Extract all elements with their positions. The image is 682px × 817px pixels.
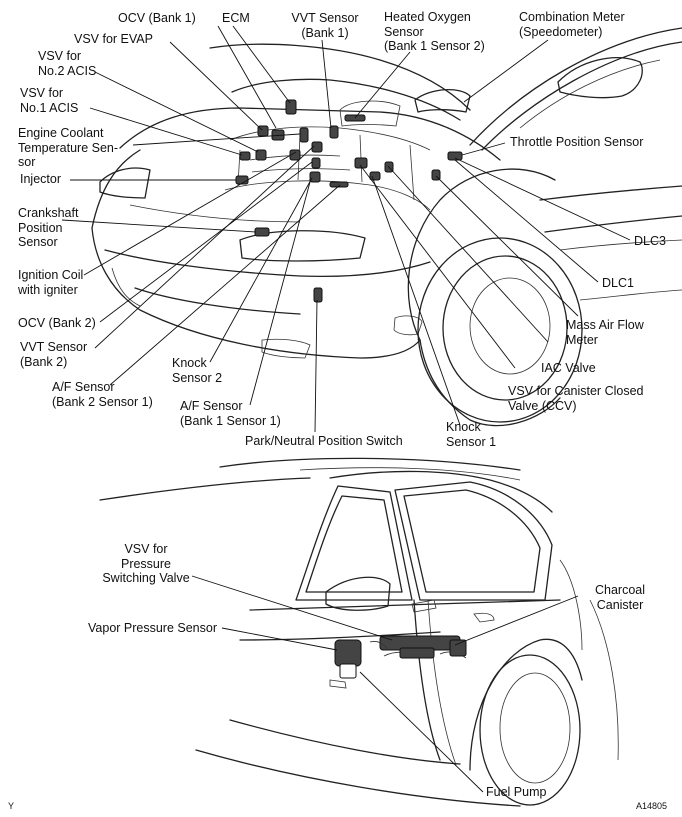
engine-components — [235, 99, 463, 303]
label-injector: Injector — [20, 172, 61, 186]
figure-id: A14805 — [636, 801, 668, 811]
label-vsv-no2-acis: VSV for No.2 ACIS — [38, 49, 97, 78]
label-fuel-pump: Fuel Pump — [486, 785, 547, 799]
label-knock-sensor-2: Knock Sensor 2 — [172, 356, 223, 385]
label-vvt-sensor-bank2: VVT Sensor (Bank 2) — [20, 340, 88, 369]
label-vsv-pressure-switching-valve: VSV for Pressure Switching Valve — [102, 542, 190, 585]
label-vapor-pressure-sensor: Vapor Pressure Sensor — [88, 621, 217, 635]
label-vsv-evap: VSV for EVAP — [74, 32, 153, 46]
rear-vehicle-drawing — [99, 457, 619, 807]
label-af-sensor-bank1: A/F Sensor (Bank 1 Sensor 1) — [180, 399, 281, 428]
label-vvt-sensor-bank1: VVT Sensor (Bank 1) — [291, 11, 359, 40]
label-heated-oxygen-sensor: Heated Oxygen Sensor (Bank 1 Sensor 2) — [384, 10, 485, 53]
rear-components — [329, 635, 467, 689]
label-throttle-position-sensor: Throttle Position Sensor — [510, 135, 644, 149]
label-iac-valve: IAC Valve — [541, 361, 596, 375]
engine-leader-lines — [61, 25, 631, 433]
rear-leader-lines — [191, 575, 579, 793]
corner-mark: Y — [8, 801, 15, 811]
label-ocv-bank1: OCV (Bank 1) — [118, 11, 196, 25]
label-mass-air-flow-meter: Mass Air Flow Meter — [566, 318, 644, 347]
vapor-pressure-sensor-body — [334, 639, 362, 667]
label-park-neutral-switch: Park/Neutral Position Switch — [245, 434, 403, 448]
label-vsv-canister-closed-valve: VSV for Canister Closed Valve (CCV) — [508, 384, 644, 413]
label-crankshaft-position-sensor: Crankshaft Position Sensor — [18, 206, 79, 249]
label-ocv-bank2: OCV (Bank 2) — [18, 316, 96, 330]
label-charcoal-canister: Charcoal Canister — [594, 583, 646, 612]
label-ignition-coil: Ignition Coil with igniter — [18, 268, 84, 297]
label-dlc1: DLC1 — [602, 276, 634, 290]
front-vehicle-drawing — [91, 27, 682, 427]
label-af-sensor-bank2: A/F Sensor (Bank 2 Sensor 1) — [52, 380, 153, 409]
label-knock-sensor-1: Knock Sensor 1 — [446, 420, 497, 449]
label-vsv-no1-acis: VSV for No.1 ACIS — [20, 86, 79, 115]
label-combination-meter: Combination Meter (Speedometer) — [519, 10, 625, 39]
label-engine-coolant-temp-sensor: Engine Coolant Temperature Sen- sor — [18, 126, 119, 169]
label-dlc3: DLC3 — [634, 234, 666, 248]
ecm-unit — [285, 99, 297, 115]
label-ecm: ECM — [222, 11, 250, 25]
